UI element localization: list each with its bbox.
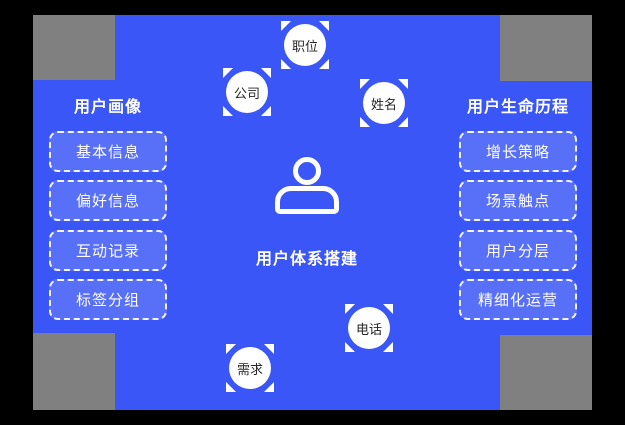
badge-position-label: 职位 [291,38,318,54]
corner-mark-icon [226,382,236,392]
badge-company-circle: 公司 [226,71,268,113]
chip-preference-info: 偏好信息 [49,180,167,221]
chip-tag-grouping: 标签分组 [49,279,167,320]
chip-user-layering-label: 用户分层 [485,243,550,260]
corner-mark-icon [261,68,271,78]
chip-basic-info-label: 基本信息 [75,144,140,161]
badge-phone-circle: 电话 [348,307,390,349]
corner-mark-icon [319,21,329,31]
corner-mark-icon [383,304,393,314]
chip-refined-operation-label: 精细化运营 [477,292,558,309]
corner-mark-icon [319,59,329,69]
badge-phone: 电话 [345,304,393,352]
corner-mark-icon [360,79,370,89]
user-profile-panel: 用户画像 基本信息 偏好信息 互动记录 标签分组 [49,93,167,363]
chip-interaction-record: 互动记录 [49,230,167,271]
user-profile-panel-title: 用户画像 [73,99,142,116]
user-lifecycle-panel: 用户生命历程 增长策略 场景触点 用户分层 精细化运营 [459,93,577,363]
corner-mark-icon [345,304,355,314]
chip-growth-strategy: 增长策略 [459,131,577,172]
chip-preference-info-label: 偏好信息 [75,193,140,210]
badge-position-circle: 职位 [284,24,326,66]
badge-company: 公司 [223,68,271,116]
badge-name-circle: 姓名 [363,82,405,124]
chip-user-layering: 用户分层 [459,230,577,271]
corner-mark-icon [281,21,291,31]
corner-mark-icon [264,382,274,392]
chip-growth-strategy-label: 增长策略 [485,144,550,161]
corner-mark-icon [264,344,274,354]
corner-mark-icon [223,106,233,116]
badge-position: 职位 [281,21,329,69]
gray-corner-patch-top-left [33,15,115,80]
badge-demand-label: 需求 [236,361,263,377]
gray-corner-patch-bottom-right [500,335,592,410]
chip-tag-grouping-label: 标签分组 [75,292,140,309]
chip-interaction-record-label: 互动记录 [75,243,140,260]
chip-refined-operation: 精细化运营 [459,279,577,320]
badge-name-label: 姓名 [370,96,397,112]
person-icon-head [293,157,321,185]
gray-corner-patch-top-right [500,15,592,81]
chip-scene-touchpoint: 场景触点 [459,180,577,221]
corner-mark-icon [281,59,291,69]
person-icon-shoulders [275,186,339,214]
corner-mark-icon [223,68,233,78]
badge-demand: 需求 [226,344,274,392]
badge-phone-label: 电话 [355,321,382,337]
badge-demand-circle: 需求 [229,347,271,389]
corner-mark-icon [226,344,236,354]
diagram-board: 用户画像 基本信息 偏好信息 互动记录 标签分组 用户生命历程 增长策略 场景触… [33,15,592,410]
corner-mark-icon [261,106,271,116]
diagram-title: 用户体系搭建 [255,251,358,268]
corner-mark-icon [383,342,393,352]
chip-basic-info: 基本信息 [49,131,167,172]
corner-mark-icon [398,79,408,89]
badge-name: 姓名 [360,79,408,127]
badge-company-label: 公司 [233,85,260,101]
person-icon [275,157,339,227]
user-lifecycle-panel-title: 用户生命历程 [466,99,569,116]
chip-scene-touchpoint-label: 场景触点 [485,193,550,210]
gray-corner-patch-bottom-left [33,333,115,410]
corner-mark-icon [360,117,370,127]
corner-mark-icon [398,117,408,127]
corner-mark-icon [345,342,355,352]
